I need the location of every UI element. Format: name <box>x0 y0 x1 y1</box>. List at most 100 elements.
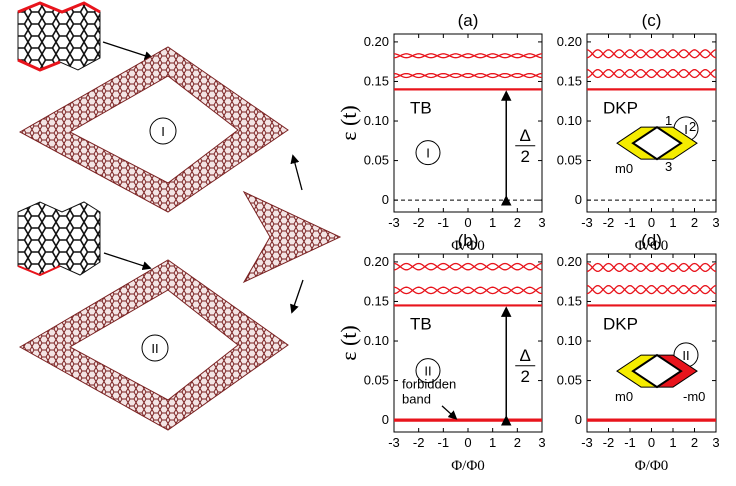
energy-level-curve <box>393 53 543 59</box>
x-tick-label: -1 <box>438 435 450 450</box>
rhombus-structure-ii <box>18 259 289 431</box>
plot-frame <box>393 253 543 433</box>
energy-level-curve <box>393 72 543 79</box>
y-tick-label: 0.05 <box>557 373 582 388</box>
model-label: DKP <box>603 98 638 117</box>
x-tick-label: 0 <box>464 435 471 450</box>
energy-level-curve <box>393 286 543 295</box>
y-tick-label: 0.15 <box>364 293 389 308</box>
energy-level-curve <box>586 68 717 79</box>
roman-label: I <box>426 146 430 161</box>
x-tick-label: -2 <box>603 435 615 450</box>
panel-tag: (b) <box>458 231 479 250</box>
zoom-inset-top <box>17 1 101 72</box>
y-tick-label: 0 <box>575 192 582 207</box>
y-tick-label: 0 <box>575 412 582 427</box>
arrow-to-top-structure <box>290 154 303 191</box>
energy-level-curve <box>586 284 717 295</box>
energy-level-curve <box>586 68 717 79</box>
energy-level-curve <box>586 262 717 273</box>
y-tick-label: 0.10 <box>557 113 582 128</box>
panel-tag: (a) <box>458 11 479 30</box>
edge-label: 1 <box>665 113 672 128</box>
x-axis-label: Φ/Φ0 <box>451 458 485 474</box>
mass-label: -m0 <box>683 389 705 404</box>
y-axis-label: ε (t) <box>336 105 361 141</box>
y-tick-label: 0.20 <box>364 34 389 49</box>
gap-numerator: Δ <box>520 126 531 145</box>
x-tick-label: -3 <box>388 435 400 450</box>
energy-level-curve <box>393 53 543 59</box>
dkp-schematic: m0 1 2 3 <box>615 113 698 176</box>
y-tick-label: 0.15 <box>557 293 582 308</box>
edge-label: 3 <box>665 159 672 174</box>
gap-denominator: 2 <box>520 147 529 166</box>
structure-illustrations: I II <box>17 1 342 431</box>
triangle-structure <box>242 190 342 284</box>
structure-ii-label: II <box>151 341 158 356</box>
central-diamond <box>631 125 683 161</box>
x-tick-label: 3 <box>538 435 545 450</box>
energy-level-curve <box>393 262 543 271</box>
x-tick-label: -2 <box>413 435 425 450</box>
plot-frame <box>586 253 717 433</box>
energy-level-curve <box>393 72 543 79</box>
roman-label: II <box>424 364 431 379</box>
x-tick-label: 3 <box>712 215 719 230</box>
x-tick-label: -3 <box>581 215 593 230</box>
x-tick-label: 3 <box>538 215 545 230</box>
y-tick-label: 0.05 <box>364 373 389 388</box>
panel-tag: (c) <box>642 11 662 30</box>
rhombus-structure-i <box>18 46 289 213</box>
x-tick-label: -2 <box>603 215 615 230</box>
energy-level-curve <box>586 284 717 295</box>
x-tick-label: 1 <box>669 435 676 450</box>
x-tick-label: 2 <box>514 435 521 450</box>
energy-level-curve <box>586 262 717 273</box>
model-label: TB <box>410 98 432 117</box>
x-tick-label: 1 <box>489 435 496 450</box>
roman-label: II <box>682 348 689 363</box>
mass-label: m0 <box>615 161 633 176</box>
energy-level-curve <box>586 49 717 59</box>
arrow-to-bottom-structure <box>290 279 304 314</box>
x-tick-label: 2 <box>691 435 698 450</box>
x-axis-label: Φ/Φ0 <box>635 238 669 254</box>
x-tick-label: 1 <box>669 215 676 230</box>
x-tick-label: -2 <box>413 215 425 230</box>
dkp-schematic: m0 -m0 <box>615 353 705 404</box>
annotation-line-2: band <box>402 391 431 406</box>
x-axis-label: Φ/Φ0 <box>635 458 669 474</box>
central-diamond <box>631 353 683 389</box>
x-tick-label: 2 <box>514 215 521 230</box>
y-tick-label: 0.10 <box>364 113 389 128</box>
plot-frame <box>393 33 543 213</box>
roman-circle <box>415 140 441 166</box>
energy-level-curve <box>393 286 543 295</box>
x-tick-label: 3 <box>712 435 719 450</box>
energy-level-curve <box>393 262 543 271</box>
y-tick-label: 0.20 <box>557 34 582 49</box>
y-tick-label: 0.05 <box>557 153 582 168</box>
model-label: TB <box>410 314 432 333</box>
gap-denominator: 2 <box>520 367 529 386</box>
arrow-inset-top <box>102 41 154 61</box>
y-axis-label: ε (t) <box>336 325 361 361</box>
x-tick-label: 0 <box>648 215 655 230</box>
x-tick-label: 2 <box>691 215 698 230</box>
energy-level-curve <box>586 49 717 59</box>
mass-label: m0 <box>615 389 633 404</box>
y-tick-label: 0.10 <box>364 333 389 348</box>
structure-i-circle <box>149 117 177 145</box>
panel-tag: (d) <box>641 231 662 250</box>
edge-label: 2 <box>689 119 696 134</box>
x-tick-label: -1 <box>624 215 636 230</box>
roman-circle <box>415 358 441 384</box>
x-tick-label: -3 <box>581 435 593 450</box>
x-tick-label: 0 <box>464 215 471 230</box>
y-tick-label: 0.20 <box>557 254 582 269</box>
